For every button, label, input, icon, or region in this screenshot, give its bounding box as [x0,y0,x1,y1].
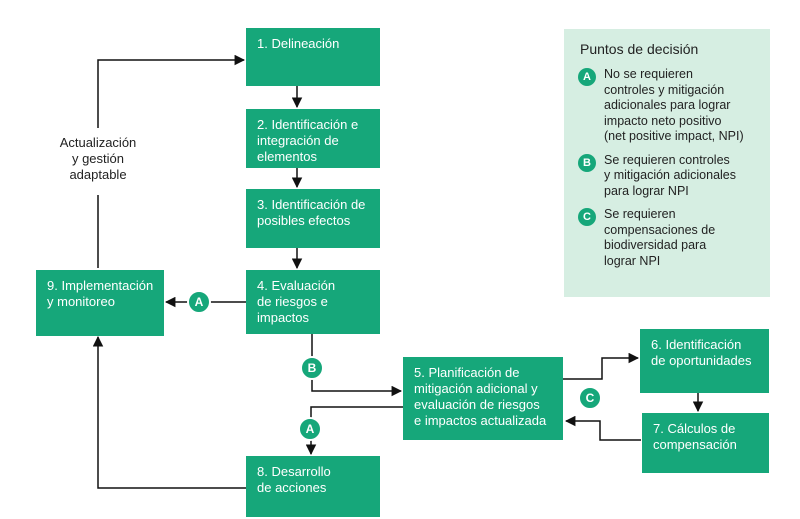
node-7-compensacion: 7. Cálculos de compensación [642,413,769,473]
legend-text-a: No se requieren controles y mitigación a… [604,67,744,143]
arrow-9-to-1-loop-upper [97,54,246,128]
arrow-5-to-8 [305,406,404,456]
node-5-planificacion: 5. Planificación de mitigación adicional… [403,357,563,440]
arrow-5-to-6 [563,352,640,380]
decision-badge-c: C [578,386,602,410]
node-3-label: 3. Identificación de posibles efectos [257,197,366,228]
decision-badge-a-bottom: A [298,417,322,441]
legend-text-c: Se requieren compensaciones de biodivers… [604,207,716,268]
legend-item-c: C Se requieren compensaciones de biodive… [578,207,756,269]
node-8-label: 8. Desarrollo de acciones [257,464,331,495]
legend-badge-a: A [578,68,596,86]
node-4-label: 4. Evaluación de riesgos e impactos [257,278,336,325]
node-2-identificacion-elementos: 2. Identificación e integración de eleme… [246,109,380,168]
decision-legend: Puntos de decisión A No se requieren con… [564,29,770,297]
node-8-desarrollo: 8. Desarrollo de acciones [246,456,380,517]
decision-badge-a-left: A [187,290,211,314]
legend-badge-c: C [578,208,596,226]
node-2-label: 2. Identificación e integración de eleme… [257,117,359,164]
legend-item-a: A No se requieren controles y mitigación… [578,67,756,145]
node-5-label: 5. Planificación de mitigación adicional… [414,365,547,428]
node-6-oportunidades: 6. Identificación de oportunidades [640,329,769,393]
arrow-7-to-5 [564,415,641,441]
node-3-identificacion-efectos: 3. Identificación de posibles efectos [246,189,380,248]
decision-badge-b: B [300,356,324,380]
legend-text-b: Se requieren controles y mitigación adic… [604,152,737,198]
node-1-delineacion: 1. Delineación [246,28,380,86]
node-4-evaluacion-riesgos: 4. Evaluación de riesgos e impactos [246,270,380,334]
node-6-label: 6. Identificación de oportunidades [651,337,752,368]
arrow-4-to-5 [311,334,403,397]
legend-badge-b: B [578,153,596,172]
loop-label: Actualización y gestión adaptable [59,135,137,182]
legend-title: Puntos de decisión [580,41,699,57]
arrow-8-to-9 [92,335,246,489]
node-1-label: 1. Delineación [257,36,340,51]
node-9-implementacion: 9. Implementación y monitoreo [36,270,164,336]
legend-item-b: B Se requieren controles y mitigación ad… [578,153,756,200]
node-7-label: 7. Cálculos de compensación [653,421,737,452]
node-9-label: 9. Implementación y monitoreo [47,278,154,309]
